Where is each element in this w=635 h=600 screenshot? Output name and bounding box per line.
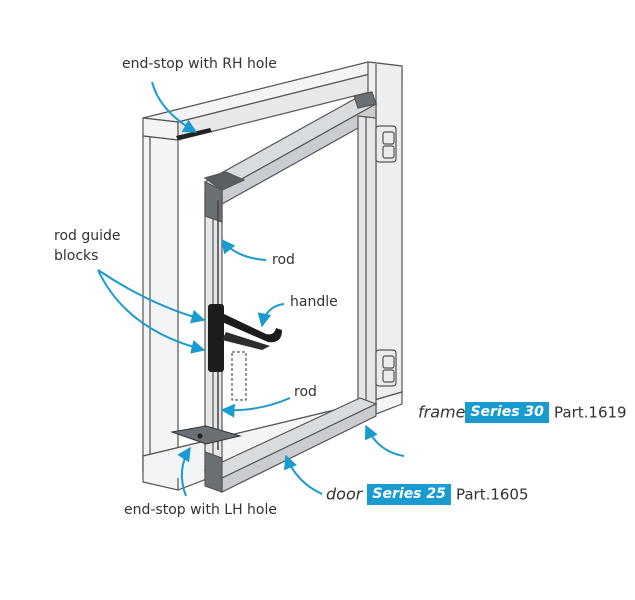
label-rod-upper: rod (272, 252, 295, 268)
frame-series-badge: Series 30 (465, 402, 549, 423)
label-end-stop-rh: end-stop with RH hole (122, 56, 277, 72)
door-series-badge: Series 25 (367, 484, 451, 505)
arrow-rod-lower (220, 397, 291, 418)
label-rod-lower: rod (294, 384, 317, 400)
door-callout: door Series 25 Part.1605 (326, 484, 529, 505)
arrow-end-stop-rh (151, 81, 198, 133)
door-leaf (203, 91, 378, 493)
label-rod-guide-line2: blocks (54, 248, 99, 264)
arrow-rod-upper (221, 238, 267, 261)
frame-part-number: Part.1619 (554, 403, 627, 422)
arrow-rod-guide-upper (97, 269, 206, 324)
label-rod-guide-blocks: rod guide blocks (54, 226, 121, 266)
door-word: door (326, 484, 363, 504)
end-stop-lh (170, 425, 242, 445)
door-part-number: Part.1605 (455, 485, 529, 504)
arrow-rod-guide-lower (97, 269, 206, 354)
end-stop-rh (176, 128, 212, 140)
arrow-frame (364, 424, 405, 457)
arrow-handle (257, 303, 285, 328)
door-handle (208, 304, 282, 401)
label-handle: handle (290, 294, 338, 310)
frame-word: frame (418, 402, 466, 422)
label-rod-guide-line1: rod guide (54, 228, 121, 244)
arrow-door (283, 454, 323, 495)
label-end-stop-lh: end-stop with LH hole (124, 502, 277, 518)
arrow-end-stop-lh (177, 446, 191, 497)
hinge-top (375, 125, 397, 163)
hinge-bottom (375, 349, 397, 387)
